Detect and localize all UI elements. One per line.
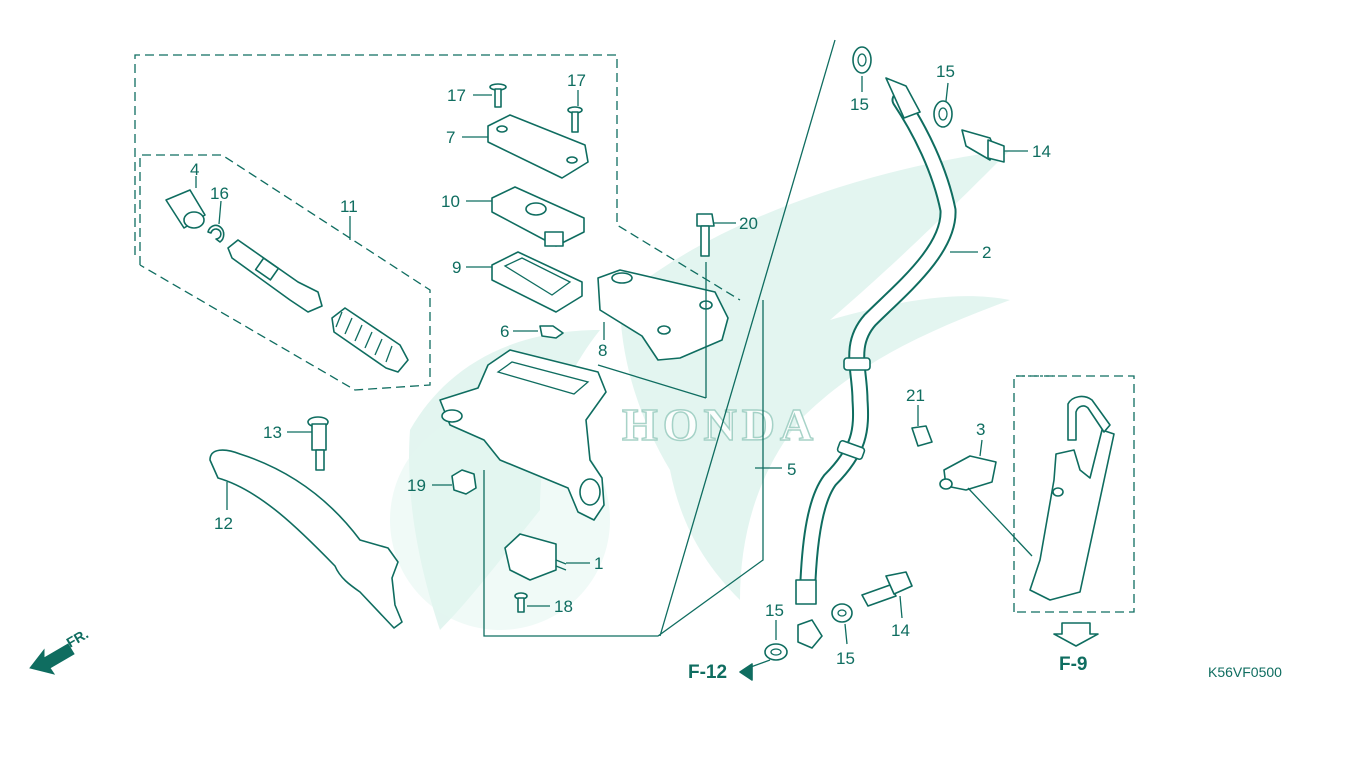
callout-6: 6 [500, 322, 509, 341]
part-4-cap [165, 189, 206, 229]
bracket-f9 [1029, 395, 1115, 601]
front-arrow-icon [29, 643, 75, 675]
callout-11: 11 [340, 197, 358, 216]
callout-7: 7 [446, 128, 455, 147]
reference-f12: F-12 [688, 662, 753, 683]
part-5-master-cylinder [439, 349, 607, 521]
callout-15-bottom-left: 15 [765, 601, 784, 620]
callout-8: 8 [598, 341, 607, 360]
part-14-banjo-bolt-upper [961, 129, 1005, 163]
part-10-diaphragm-plate [491, 186, 585, 247]
part-12-brake-lever [209, 449, 403, 629]
part-2-brake-hose [795, 77, 957, 649]
callout-9: 9 [452, 258, 461, 277]
part-17-screw-right [567, 106, 583, 133]
callout-15-top-right: 15 [936, 62, 955, 81]
callout-13: 13 [263, 423, 282, 442]
part-18-screw [514, 592, 528, 613]
reference-f9: F-9 [1053, 622, 1099, 675]
callout-20: 20 [739, 214, 758, 233]
callout-12: 12 [214, 514, 233, 533]
part-6-float [539, 325, 564, 339]
callout-14-upper: 14 [1032, 142, 1051, 161]
down-arrow-icon [1053, 622, 1099, 647]
part-11-piston-set [227, 239, 409, 373]
callout-19: 19 [407, 476, 426, 495]
part-9-diaphragm [491, 251, 583, 313]
reference-f9-label: F-9 [1059, 654, 1088, 675]
front-direction-indicator: FR. [29, 625, 91, 675]
callout-2: 2 [982, 243, 991, 262]
callout-4: 4 [190, 160, 199, 179]
callout-1: 1 [594, 554, 603, 573]
diagram-code: K56VF0500 [1208, 664, 1282, 680]
reference-f12-label: F-12 [688, 662, 727, 683]
part-20-bolt [696, 213, 715, 257]
callout-21: 21 [906, 386, 925, 405]
callout-15-top-left: 15 [850, 95, 869, 114]
callout-17-left: 17 [447, 86, 466, 105]
callout-17-right: 17 [567, 71, 586, 90]
watermark-text: HONDA [622, 399, 818, 450]
part-8-holder [597, 269, 729, 361]
part-16-circlip [207, 224, 225, 243]
callout-10: 10 [441, 192, 460, 211]
part-3-hose-clamp [939, 455, 997, 491]
part-13-pivot-bolt [307, 416, 329, 471]
callout-18: 18 [554, 597, 573, 616]
callout-14-lower: 14 [891, 621, 910, 640]
part-21-bolt [911, 425, 933, 447]
part-7-reservoir-cover [487, 114, 589, 179]
part-14-banjo-bolt-lower [861, 571, 913, 607]
part-15-washers [764, 46, 953, 661]
callout-5: 5 [787, 460, 796, 479]
callout-labels: 4 16 11 17 17 7 10 9 6 8 20 5 13 19 12 1… [190, 62, 1051, 668]
callout-16: 16 [210, 184, 229, 203]
part-19-nut [451, 469, 477, 495]
part-17-screw-left [489, 83, 507, 108]
callout-15-bottom-right: 15 [836, 649, 855, 668]
assembly-boundaries [134, 39, 1135, 637]
part-1-switch [504, 533, 567, 581]
callout-3: 3 [976, 420, 985, 439]
